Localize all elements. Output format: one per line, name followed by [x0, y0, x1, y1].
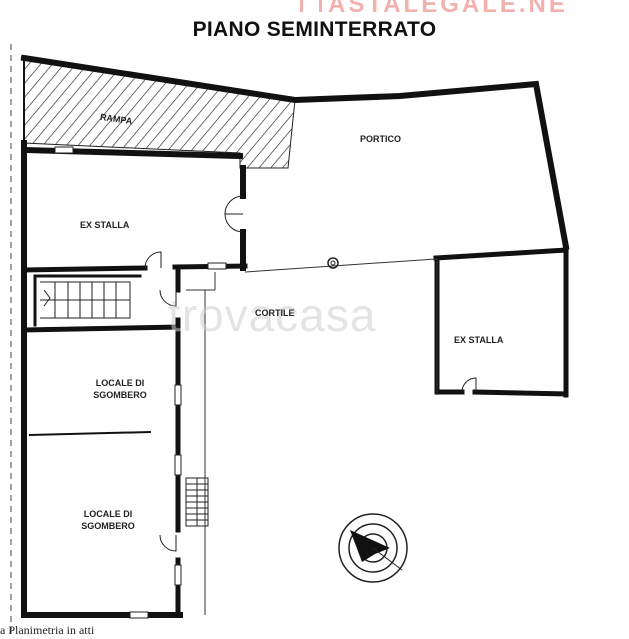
room-label-ex-stalla-left: EX STALLA — [80, 220, 130, 230]
staircase-lower — [185, 477, 209, 527]
footer-caption: na Planimetria in atti — [0, 623, 95, 637]
windows — [54, 146, 227, 619]
astalegale-watermark-text: ASTALEGALE.NE — [328, 0, 568, 18]
room-label-cortile: CORTILE — [255, 308, 295, 318]
room-label-locale-sgombero-lower: LOCALE DI SGOMBERO — [81, 509, 135, 531]
astalegale-watermark: ASTALEGALE.NE — [300, 0, 629, 19]
room-label-portico: PORTICO — [360, 134, 402, 144]
north-arrow-icon — [338, 513, 408, 583]
doors — [144, 195, 477, 552]
center-point-marker — [327, 257, 339, 269]
staircase-upper — [40, 281, 131, 319]
courtyard-outline — [186, 258, 438, 615]
trovacasa-watermark: trovacasa — [168, 289, 377, 341]
room-label-locale-sgombero-upper: LOCALE DI SGOMBERO — [93, 378, 147, 400]
astalegale-logo-icon — [300, 0, 322, 12]
plan-title: PIANO SEMINTERRATO — [192, 18, 437, 41]
room-label-ex-stalla-right: EX STALLA — [454, 335, 504, 345]
